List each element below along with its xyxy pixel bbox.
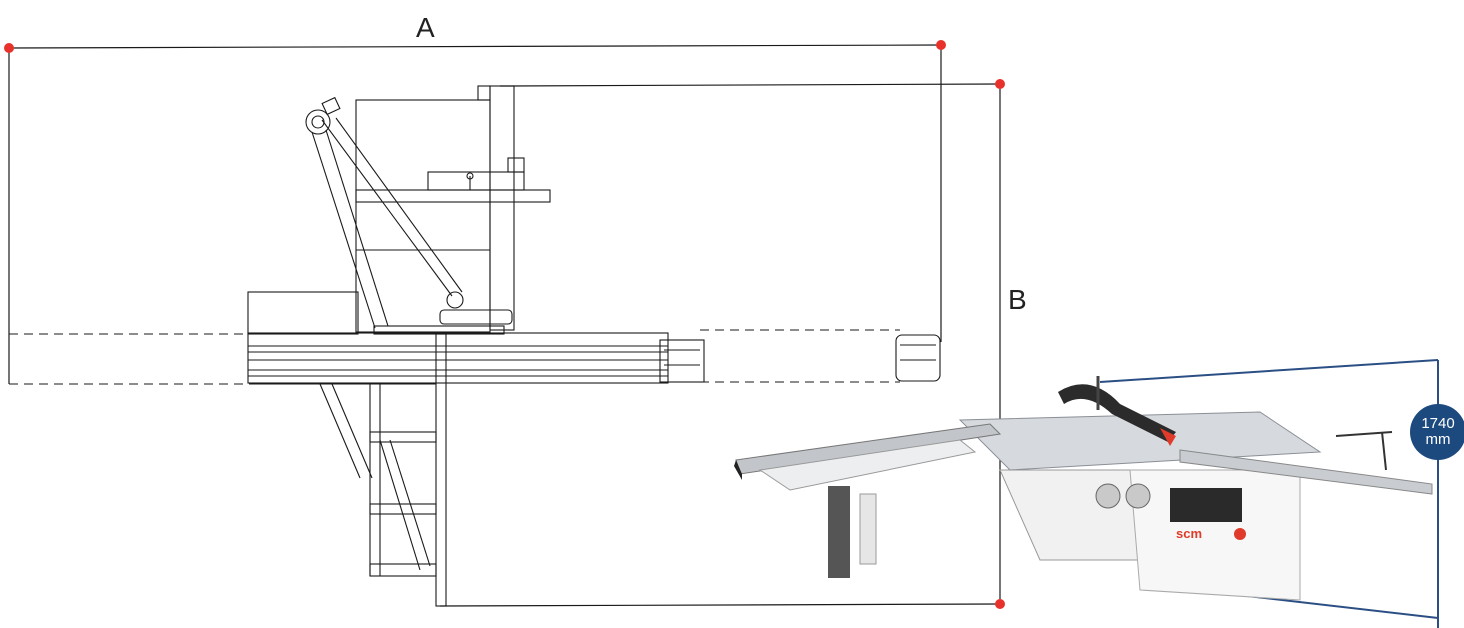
rip-fence-arm [355,189,551,203]
rip-fence [489,85,515,331]
dimension-endpoints [4,40,1005,609]
lower-frame [250,333,447,607]
sliding-table [247,332,669,384]
overhead-guard-arm [305,96,513,335]
height-value: 1740 [1421,415,1455,433]
endpoint-dot [4,43,14,53]
height-badge: 1740 mm [1410,404,1464,460]
dimension-b-label: B [1008,284,1027,315]
end-cap-left [659,339,705,383]
endpoint-dot [936,40,946,50]
plan-view-drawing [9,85,941,607]
dimension-a [8,44,942,384]
end-cap-right [895,334,941,382]
machine-body [355,99,491,333]
endpoint-dot [995,599,1005,609]
height-unit: mm [1425,431,1451,448]
dashed-extents [9,329,900,385]
dimension-b [439,83,1001,607]
brand-logo: scm [1176,526,1202,541]
dimension-a-label: A [416,12,435,43]
endpoint-dot [995,79,1005,89]
machine-photo: scm [734,359,1439,628]
